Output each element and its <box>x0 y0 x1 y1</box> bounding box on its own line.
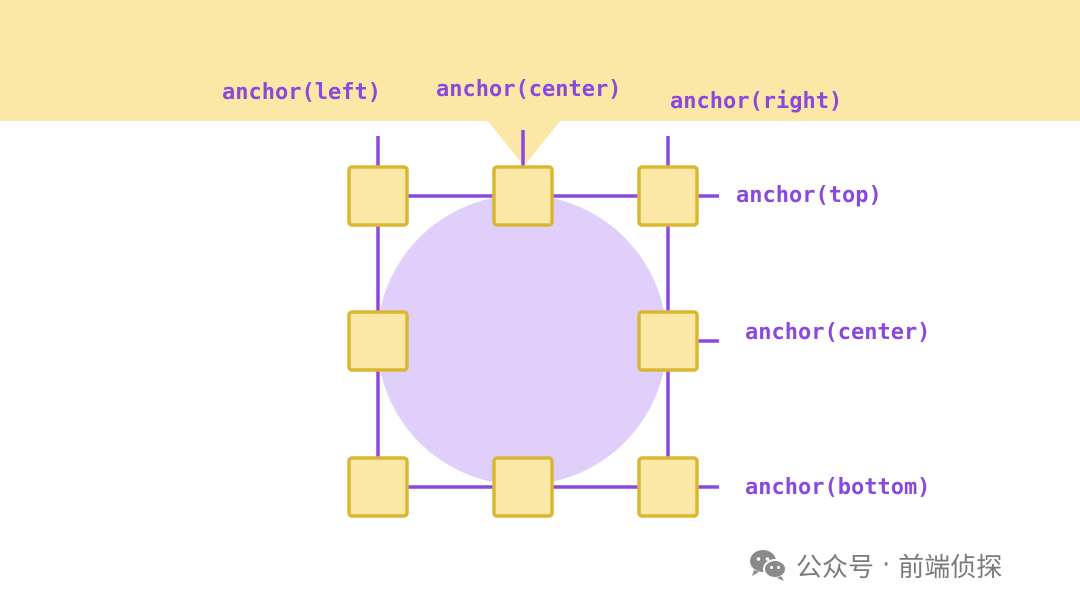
handle-middle-right[interactable] <box>637 310 699 372</box>
wechat-icon <box>750 550 787 581</box>
watermark: 公众号 · 前端侦探 <box>748 548 1003 583</box>
label-anchor-bottom: anchor(bottom) <box>745 475 931 500</box>
target-circle <box>377 195 667 485</box>
handle-top-left[interactable] <box>347 165 409 227</box>
label-anchor-top: anchor(top) <box>736 183 882 208</box>
top-banner <box>0 0 1080 121</box>
label-anchor-right: anchor(right) <box>670 89 843 114</box>
handle-middle-left[interactable] <box>347 310 409 372</box>
handle-top-right[interactable] <box>637 165 699 227</box>
label-anchor-center-y: anchor(center) <box>745 320 931 345</box>
watermark-separator: · <box>882 550 891 580</box>
label-anchor-center-x: anchor(center) <box>436 77 622 102</box>
watermark-account: 前端侦探 <box>898 552 1003 583</box>
handle-bottom-left[interactable] <box>347 456 409 518</box>
label-anchor-left: anchor(left) <box>222 80 381 105</box>
handle-bottom-right[interactable] <box>637 456 699 518</box>
handle-top-center[interactable] <box>492 165 554 227</box>
handle-bottom-center[interactable] <box>492 456 554 518</box>
watermark-platform: 公众号 <box>796 552 875 583</box>
